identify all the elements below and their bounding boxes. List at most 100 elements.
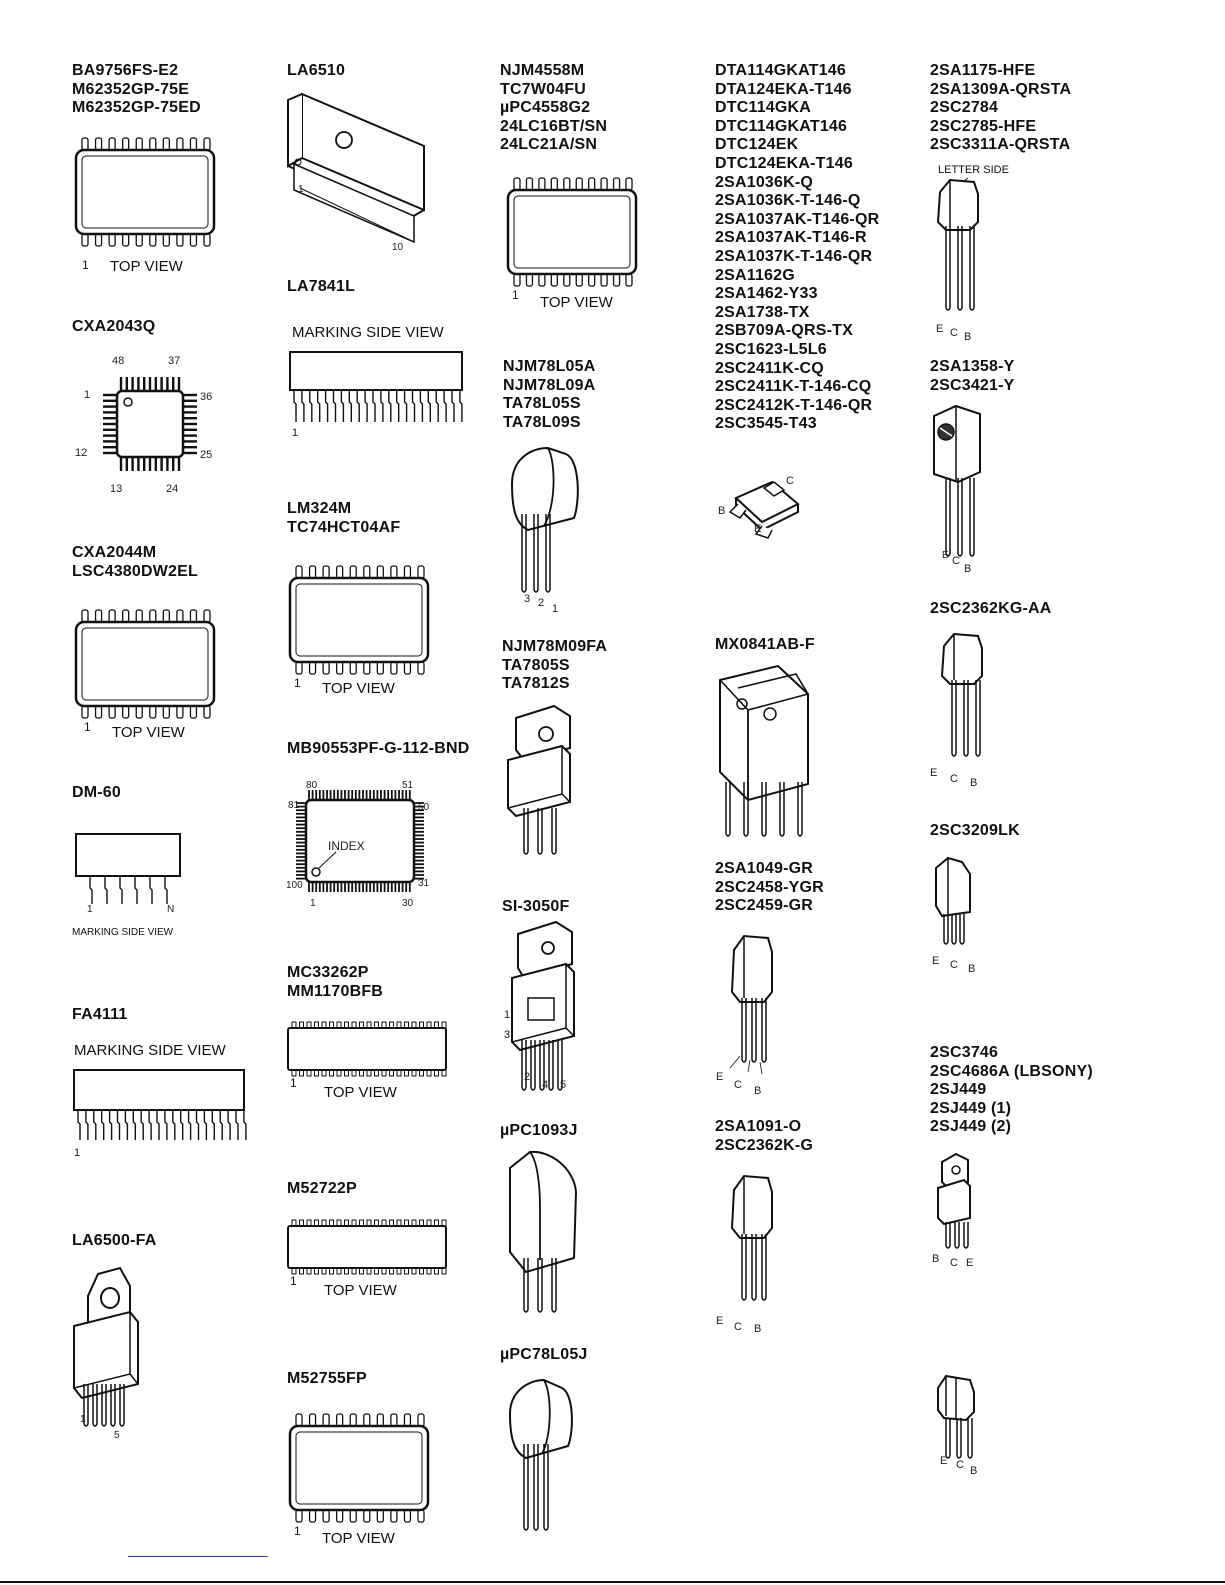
- sop-pin: [176, 705, 184, 719]
- lead: [741, 1234, 747, 1301]
- part-number: 2SA1175-HFE: [930, 62, 1036, 79]
- to92l-package-drawing: [504, 1148, 584, 1318]
- sop-pin: [149, 609, 157, 623]
- page-bottom-rule: [0, 1581, 1225, 1583]
- part-number: 2SC2362K-G: [715, 1136, 814, 1154]
- dip-pin: [351, 1267, 357, 1275]
- sop-package-icon: [74, 137, 216, 247]
- lead: [523, 808, 529, 855]
- dip-pin: [336, 1267, 342, 1275]
- part-number: 2SA1309A-QRSTA: [930, 80, 1072, 98]
- dip-pin: [321, 1069, 327, 1077]
- pin-5-label: 5: [560, 1079, 566, 1091]
- to220-package-icon: 1 3 2 4 5: [504, 920, 575, 1091]
- top-view-caption: TOP VIEW: [322, 680, 395, 697]
- sip-pin: [372, 390, 376, 422]
- sip-pin: [309, 390, 313, 422]
- part-names: M52755FP: [287, 1370, 367, 1389]
- dip-pin: [314, 1267, 319, 1275]
- sop-pin: [108, 705, 116, 719]
- lead: [945, 1222, 951, 1249]
- part-number: 2SA1162G: [715, 266, 795, 284]
- sop-pin: [600, 177, 608, 191]
- sop-pin: [295, 661, 303, 675]
- sop-pin: [612, 273, 621, 287]
- lead: [945, 478, 951, 557]
- to220f-5pin-drawing: 1 3 2 4 5: [502, 920, 592, 1100]
- power-module-drawing: [712, 664, 822, 844]
- lead: [521, 1040, 527, 1091]
- sop-package-icon: [288, 1413, 430, 1523]
- pin-1-label: 1: [84, 720, 91, 734]
- lead: [951, 914, 957, 945]
- part-number: LSC4380DW2EL: [72, 562, 198, 580]
- lead: [957, 478, 963, 557]
- to92-package-drawing: [504, 1378, 584, 1538]
- part-number: 2SC2785-HFE: [930, 117, 1037, 135]
- part-number: M62352GP-75E: [72, 80, 190, 98]
- sop20-package-drawing: [72, 132, 222, 282]
- to92-transistor-drawing: E C B: [712, 932, 792, 1102]
- lead: [537, 1258, 543, 1313]
- part-number: 2SJ449 (1): [930, 1099, 1012, 1117]
- dip-package-drawing: [286, 1020, 450, 1080]
- sop-pin: [538, 177, 546, 191]
- sip-pin: [243, 1110, 247, 1140]
- dip-pin: [299, 1267, 304, 1275]
- sop-pin: [122, 233, 130, 247]
- sop-pin: [563, 273, 571, 287]
- part-number: DTA114GKAT146: [715, 62, 846, 79]
- part-number: 2SC3545-T43: [715, 415, 817, 433]
- sip-pin: [203, 1110, 208, 1140]
- dip-pin: [419, 1267, 424, 1275]
- dip-pin: [306, 1069, 312, 1077]
- qfp-package-icon: INDEX 80 51 81 50 100 31 1 30: [286, 780, 430, 909]
- pin-10-label: 10: [392, 242, 404, 253]
- pin-4-label: 4: [542, 1079, 548, 1091]
- sop-pin: [363, 1509, 371, 1523]
- sip-pin: [164, 1110, 168, 1140]
- to92-transistor-drawing: E C B: [926, 632, 1006, 792]
- dip-pin: [381, 1267, 387, 1275]
- lead: [551, 808, 557, 855]
- part-number: MB90553PF-G-112-BND: [287, 740, 470, 757]
- top-view-caption: TOP VIEW: [540, 294, 613, 311]
- part-number: µPC78L05J: [500, 1346, 588, 1363]
- dip-pin: [291, 1267, 297, 1275]
- qfp100-package-drawing: INDEX 80 51 81 50 100 31 1 30: [284, 778, 444, 912]
- sip-pin: [187, 1110, 192, 1140]
- sop-pin: [322, 1413, 330, 1427]
- top-view-caption: TOP VIEW: [112, 724, 185, 741]
- part-number: 2SB709A-QRS-TX: [715, 322, 853, 340]
- part-number: µPC1093J: [500, 1122, 578, 1139]
- link-underline: [128, 1556, 268, 1557]
- sop-pin: [349, 565, 357, 579]
- sip-pin: [380, 390, 384, 422]
- part-number: SI-3050F: [502, 898, 570, 915]
- to126-transistor-drawing: E C B: [926, 402, 1006, 582]
- part-number: 2SC2411K-CQ: [715, 359, 824, 377]
- part-number: NJM78L09A: [503, 376, 596, 394]
- dip-pin: [411, 1267, 417, 1275]
- sip-pin: [301, 390, 305, 422]
- part-number: 2SA1462-Y33: [715, 285, 818, 303]
- top-view-caption: TOP VIEW: [110, 258, 183, 275]
- pin-c-label: C: [734, 1079, 742, 1091]
- pin-b-label: B: [964, 563, 971, 575]
- sop-pin: [390, 1413, 398, 1427]
- pin-b-label: B: [964, 331, 971, 343]
- lead: [539, 1040, 545, 1091]
- sip-pin: [219, 1110, 223, 1140]
- dip-pin: [434, 1267, 439, 1275]
- sop-pin: [149, 705, 157, 719]
- dip-pin: [351, 1069, 357, 1077]
- part-number: M52755FP: [287, 1370, 367, 1387]
- pin-c-label: C: [950, 327, 958, 339]
- part-number: MX0841AB-F: [715, 636, 815, 653]
- sop-pin: [162, 705, 170, 719]
- pin-b-label: B: [754, 1323, 761, 1335]
- pin-3-label: 3: [504, 1029, 510, 1041]
- to92-transistor-drawing: E C B: [926, 1372, 1006, 1482]
- sop-pin: [81, 137, 89, 151]
